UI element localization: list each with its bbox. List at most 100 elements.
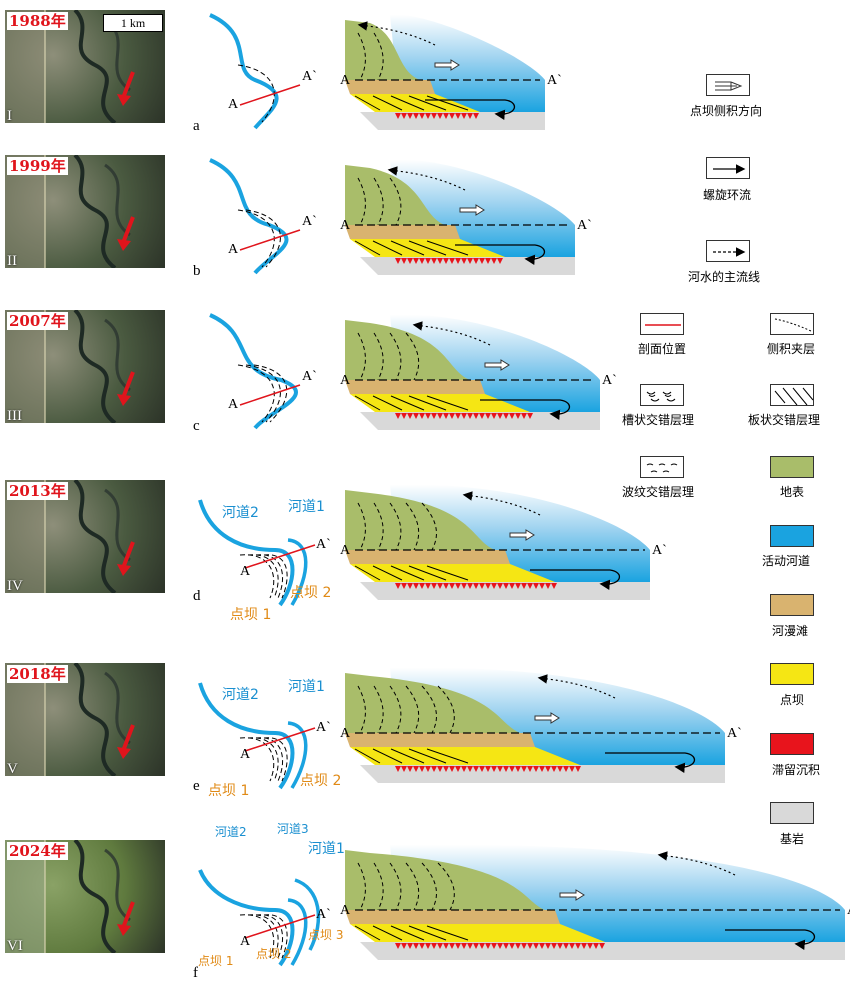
- planar-cross-bedding: [390, 925, 425, 941]
- river-channel: [287, 538, 308, 606]
- bedrock-layer: [360, 412, 600, 430]
- planar-cross-bedding: [408, 565, 447, 581]
- section-line: [239, 384, 301, 406]
- block-label-a-prime: A`: [547, 73, 562, 88]
- lateral-interlayer: [357, 32, 366, 81]
- label-channel-1-e: 河道1: [288, 679, 325, 695]
- section-line: [244, 914, 316, 939]
- river-channel: [209, 13, 279, 130]
- lag-deposit: [395, 113, 479, 119]
- accretion-line: [245, 364, 281, 423]
- year-label: 2018年: [7, 665, 68, 683]
- block-label-a-prime: A`: [577, 218, 592, 233]
- accretion-line: [239, 914, 275, 959]
- accretion-line: [237, 364, 275, 423]
- lateral-interlayer: [373, 32, 384, 81]
- planar-cross-bedding: [408, 240, 447, 256]
- legend-thalweg-label: 河水的主流线: [688, 270, 761, 284]
- section-label-a-prime: A`: [302, 369, 317, 384]
- lateral-interlayer: [357, 502, 366, 551]
- block-label-a: A: [340, 218, 351, 233]
- planar-cross-bedding: [408, 748, 447, 764]
- block-label-a-prime: A`: [847, 903, 850, 918]
- section-line: [244, 727, 316, 752]
- surface-layer: [345, 490, 495, 550]
- section-line: [244, 544, 316, 569]
- lag-deposit: [395, 583, 557, 589]
- year-label: 1988年: [7, 12, 68, 30]
- planar-cross-bedding: [426, 565, 469, 581]
- lateral-interlayer: [373, 502, 384, 551]
- river-channel: [294, 878, 321, 951]
- lag-deposit: [395, 943, 605, 949]
- river-channel: [198, 682, 295, 790]
- river-channel: [198, 499, 295, 607]
- section-label-a: A: [228, 97, 239, 112]
- accretion-line: [255, 737, 284, 782]
- lateral-interlayer: [373, 332, 384, 381]
- accretion-line: [245, 209, 281, 268]
- thalweg-arrow: [657, 851, 736, 876]
- accretion-line: [253, 364, 288, 423]
- block-diagram-3: [345, 314, 600, 430]
- block-label-a: A: [340, 903, 351, 918]
- panel-roman-numeral: IV: [7, 578, 23, 593]
- legend-trough-swatch: [640, 384, 684, 406]
- legend-channel-label: 活动河道: [762, 554, 811, 568]
- lateral-interlayer: [437, 862, 455, 911]
- lateral-accretion-arrow: [559, 889, 585, 901]
- year-label: 2007年: [7, 312, 68, 330]
- panel-roman-numeral: II: [7, 253, 17, 268]
- thalweg-arrow: [462, 491, 541, 516]
- section-label-a-prime: A`: [302, 69, 317, 84]
- block-label-a-prime: A`: [602, 373, 617, 388]
- planar-cross-bedding: [390, 240, 425, 256]
- lateral-interlayer: [357, 862, 366, 911]
- lateral-interlayer: [373, 685, 384, 734]
- point-bar: [350, 747, 580, 765]
- label-bar-2-d: 点坝 2: [290, 585, 332, 601]
- block-diagram-2: [345, 159, 575, 275]
- meander-sketch-6: [198, 869, 321, 967]
- planar-cross-bedding: [372, 395, 403, 411]
- river-channel: [209, 313, 298, 430]
- section-label-a: A: [240, 747, 251, 762]
- planar-cross-bedding: [372, 748, 403, 764]
- legend-trough-label: 槽状交错层理: [622, 413, 695, 427]
- legend-ripple-label: 波纹交错层理: [622, 485, 695, 499]
- planar-cross-bedding: [426, 240, 469, 256]
- legend-lateral-accretion-swatch: [706, 74, 750, 96]
- lag-deposit: [395, 413, 533, 419]
- label-channel-2-f: 河道2: [215, 825, 247, 839]
- river-channel: [287, 898, 308, 966]
- label-channel-1-d: 河道1: [288, 499, 325, 515]
- lateral-interlayer: [389, 177, 402, 226]
- planar-cross-bedding: [354, 565, 381, 581]
- planar-cross-bedding: [372, 95, 403, 111]
- accretion-line: [263, 737, 288, 782]
- block-label-a: A: [340, 726, 351, 741]
- lateral-interlayer: [405, 862, 420, 911]
- planar-cross-bedding: [354, 395, 381, 411]
- helical-flow-arrow: [530, 569, 620, 590]
- panel-letter: f: [193, 965, 198, 981]
- label-bar-3-f: 点坝 3: [308, 928, 344, 942]
- planar-cross-bedding: [408, 95, 447, 111]
- accretion-line: [247, 914, 279, 959]
- lateral-interlayer: [437, 685, 455, 734]
- floodplain-layer: [345, 80, 435, 94]
- label-channel-3-f: 河道3: [277, 822, 309, 836]
- planar-cross-bedding: [354, 925, 381, 941]
- floodplain-layer: [345, 550, 510, 564]
- section-label-a-prime: A`: [302, 214, 317, 229]
- lateral-interlayer: [389, 502, 402, 551]
- planar-cross-bedding: [354, 240, 381, 256]
- panel-roman-numeral: I: [7, 108, 12, 123]
- surface-layer: [345, 165, 445, 225]
- helical-flow-arrow: [605, 752, 695, 773]
- lateral-accretion-arrow: [509, 529, 535, 541]
- label-bar-2-e: 点坝 2: [300, 773, 342, 789]
- planar-cross-bedding: [372, 925, 403, 941]
